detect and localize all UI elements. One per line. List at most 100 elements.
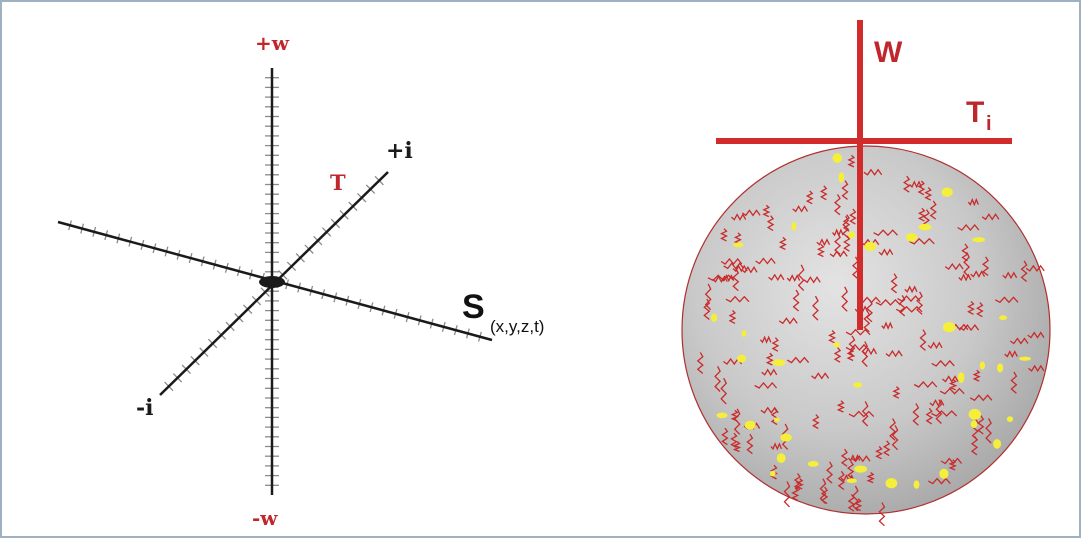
sphere-red-mark <box>908 237 935 245</box>
sphere-red-mark <box>730 213 747 221</box>
sphere-red-mark <box>761 368 778 377</box>
sphere-red-mark <box>873 229 898 237</box>
sphere-red-mark <box>882 440 891 457</box>
sphere-red-mark <box>778 317 798 325</box>
sphere-yellow-speck <box>832 153 843 163</box>
sphere-red-mark <box>762 204 771 218</box>
sphere-red-mark <box>854 498 863 512</box>
sphere-yellow-speck <box>711 313 718 322</box>
sphere-red-mark <box>970 270 986 278</box>
sphere-yellow-speck <box>957 372 965 383</box>
sphere-red-mark <box>819 185 828 201</box>
sphere-yellow-speck <box>1006 416 1014 422</box>
sphere-red-mark <box>1002 271 1018 280</box>
sphere-red-mark <box>846 460 855 480</box>
sphere-yellow-speck <box>885 478 898 489</box>
sphere-red-mark <box>812 295 819 321</box>
sphere-red-mark <box>797 264 805 291</box>
sphere-red-mark <box>786 274 801 283</box>
sphere-red-mark <box>1020 260 1028 283</box>
sphere-red-mark <box>927 477 951 485</box>
sphere-red-mark <box>816 238 831 247</box>
sphere-red-mark <box>977 415 985 435</box>
sphere-yellow-speck <box>770 470 776 477</box>
sphere-yellow-speck <box>838 172 845 183</box>
sphere-red-mark <box>1004 350 1018 359</box>
sphere-red-mark <box>963 251 971 278</box>
sphere-red-mark <box>878 248 894 257</box>
sphere-red-mark <box>847 454 861 463</box>
sphere-red-mark <box>861 341 869 368</box>
sphere-red-mark <box>732 264 748 273</box>
sphere-red-mark <box>890 273 898 294</box>
sphere-red-mark <box>1009 337 1029 345</box>
sphere-red-mark <box>929 399 945 407</box>
sphere-red-mark <box>959 324 980 332</box>
sphere-red-mark <box>892 386 901 399</box>
sphere-red-mark <box>848 335 856 358</box>
sphere-yellow-speck <box>854 465 867 473</box>
left-axes-diagram: +w -w +i -i T S (x,y,z,t) <box>57 31 544 530</box>
sphere-red-mark <box>721 427 729 446</box>
sphere-red-mark <box>733 408 741 435</box>
sphere-red-mark <box>875 298 901 306</box>
sphere-red-mark <box>828 330 837 344</box>
sphere-red-mark <box>792 289 800 312</box>
sphere-red-mark <box>840 474 855 483</box>
sphere-red-mark <box>969 394 993 402</box>
sphere-red-mark <box>842 215 850 239</box>
sphere-red-marks <box>696 154 1045 527</box>
sphere-red-mark <box>895 305 923 313</box>
sphere-red-mark <box>1025 264 1045 273</box>
sphere-red-mark <box>723 262 745 270</box>
sphere-red-mark <box>733 232 742 245</box>
sphere-red-mark <box>863 168 883 176</box>
sphere-yellow-speck <box>993 439 1002 449</box>
sphere-yellow-speck <box>846 478 857 484</box>
sphere-red-mark <box>841 286 849 312</box>
sphere-red-mark <box>851 485 859 512</box>
sphere-red-mark <box>961 243 969 262</box>
sphere-red-mark <box>754 382 778 389</box>
sphere-red-mark <box>783 481 791 508</box>
sphere-red-mark <box>842 214 851 232</box>
sphere-red-mark <box>940 457 963 465</box>
sphere-red-mark <box>849 208 857 225</box>
sphere-yellow-speck <box>906 233 918 242</box>
sphere-red-mark <box>931 410 958 417</box>
sphere-red-mark <box>819 478 827 504</box>
sphere-red-mark <box>793 473 802 491</box>
sphere-red-mark <box>845 343 870 351</box>
sphere-red-mark <box>916 291 924 315</box>
sphere-red-mark <box>1010 371 1018 394</box>
sphere-yellow-speck <box>848 231 855 239</box>
sphere-yellow-speck <box>913 480 920 489</box>
sphere-red-mark <box>931 359 955 367</box>
sphere-red-mark <box>837 470 846 491</box>
sphere-red-mark <box>811 372 830 380</box>
sphere-red-mark <box>792 205 809 213</box>
s-axis-label: S <box>462 288 485 326</box>
sphere-red-mark <box>982 256 990 277</box>
sphere-red-mark <box>786 356 810 364</box>
w-plus-label: +w <box>255 31 290 55</box>
sphere-red-mark <box>771 337 780 352</box>
sphere-red-mark <box>875 445 884 460</box>
sphere-red-mark <box>759 335 772 344</box>
sphere-yellow-speck <box>970 420 978 429</box>
sphere-red-mark <box>768 273 785 282</box>
sphere-red-mark <box>730 409 739 422</box>
sphere-red-mark <box>719 228 729 242</box>
sphere-red-mark <box>741 266 758 274</box>
sphere-red-mark <box>704 283 712 311</box>
t-label: T <box>966 96 984 129</box>
sphere-red-mark <box>829 250 848 258</box>
sphere-red-mark <box>944 262 964 271</box>
sphere-red-mark <box>885 349 903 358</box>
sphere-yellow-speck <box>979 361 986 370</box>
sphere-red-mark <box>976 302 984 318</box>
t-subscript: i <box>986 113 992 135</box>
sphere-red-mark <box>832 228 844 237</box>
sphere-red-mark <box>861 401 869 427</box>
sphere-red-mark <box>897 295 921 303</box>
